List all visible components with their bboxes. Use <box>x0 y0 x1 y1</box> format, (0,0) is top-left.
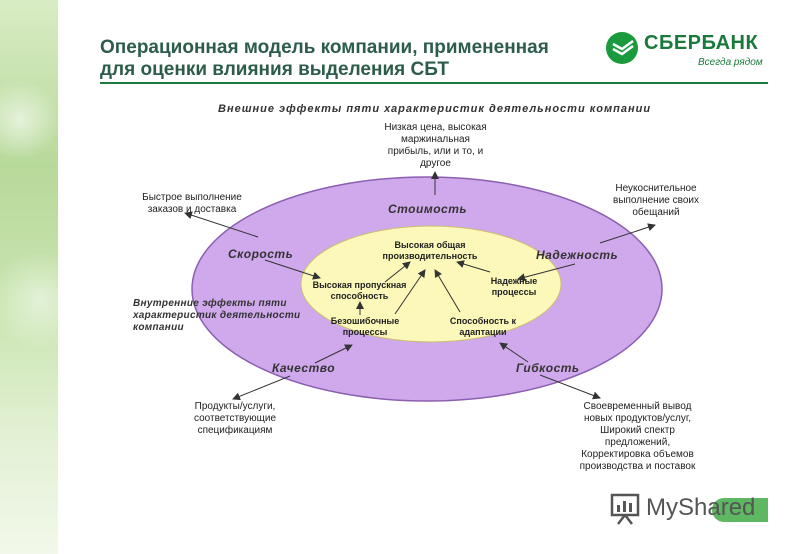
arrow-reliability-external <box>599 223 656 244</box>
external-effect-reliability: Неукоснительное выполнение своих обещани… <box>596 183 716 219</box>
inner-error-free: Безошибочные процессы <box>320 316 410 338</box>
label-speed: Скорость <box>228 247 294 261</box>
external-effect-reliability-line: Неукоснительное <box>615 183 697 194</box>
arrow-speed-inner <box>264 259 321 280</box>
external-effect-flexibility-line: Корректировка объемов <box>581 449 694 460</box>
arrow-reliability-inner <box>517 263 576 282</box>
slide-title: Операционная модель компании, примененна… <box>100 37 600 81</box>
external-effect-speed-line: заказов и доставка <box>147 204 237 215</box>
external-effect-cost-line: прибыль, или и то, и <box>387 146 484 157</box>
external-effect-speed-line: Быстрое выполнение <box>142 192 242 203</box>
inner-throughput-line: способность <box>330 291 389 301</box>
external-effect-cost-line: маржинальная <box>401 134 470 145</box>
arrow-quality-inner <box>314 344 353 364</box>
label-reliability: Надежность <box>536 248 619 262</box>
external-effect-cost: Низкая цена, высокая маржинальная прибыл… <box>378 122 493 170</box>
inner-error-free-line: процессы <box>342 327 388 337</box>
inner-adaptability-line: Способность к <box>449 316 517 326</box>
arrow-quality-external <box>232 375 291 401</box>
label-cost: Стоимость <box>388 202 468 216</box>
external-effect-flexibility: Своевременный вывод новых продуктов/услу… <box>565 401 710 473</box>
inner-productivity-line: Высокая общая <box>394 240 466 250</box>
external-effect-quality-line: Продукты/услуги, <box>194 401 276 412</box>
watermark-text: MyShared <box>646 494 756 521</box>
watermark: MyShared <box>608 492 778 526</box>
sberbank-logo-icon <box>606 32 638 64</box>
internal-effects-title-line: компании <box>133 322 184 333</box>
external-effects-title: Внешние эффекты пяти характеристик деяте… <box>218 103 652 115</box>
arrow-reliable-productivity <box>456 260 491 273</box>
sberbank-logo: СБЕРБАНК Всегда рядом <box>606 30 776 74</box>
slide-title-line-2: для оценки влияния выделения СБТ <box>100 59 450 80</box>
external-effect-flexibility-line: предложений, <box>604 437 671 448</box>
internal-effects-title-line: характеристик деятельности <box>133 310 301 321</box>
inner-reliable-processes: Надежные процессы <box>478 276 550 298</box>
watermark-badge <box>712 498 768 522</box>
inner-reliable-processes-line: Надежные <box>490 276 538 286</box>
arrow-throughput-productivity <box>384 261 411 283</box>
external-effect-flexibility-line: Своевременный вывод <box>583 401 692 412</box>
label-flexibility: Гибкость <box>516 361 580 375</box>
label-quality: Качество <box>272 361 336 375</box>
inner-adaptability-line: адаптации <box>459 327 507 337</box>
inner-ellipse <box>300 225 562 343</box>
internal-effects-title: Внутренние эффекты пяти характеристик де… <box>133 298 300 334</box>
inner-reliable-processes-line: процессы <box>491 287 537 297</box>
slide-title-line-1: Операционная модель компании, примененна… <box>100 37 549 58</box>
external-effect-flexibility-line: производства и поставок <box>579 461 696 472</box>
arrow-errorfree-productivity <box>394 269 426 315</box>
external-effect-quality-line: соответствующие <box>193 413 277 424</box>
inner-throughput: Высокая пропускная способность <box>302 280 417 302</box>
external-effect-cost-line: Низкая цена, высокая <box>384 122 487 133</box>
external-effect-quality-line: спецификациям <box>197 425 273 436</box>
arrow-adapt-productivity <box>434 269 461 313</box>
inner-adaptability: Способность к адаптации <box>438 316 528 338</box>
external-effect-reliability-line: выполнение своих <box>613 195 699 206</box>
decorative-side-panel <box>0 0 58 554</box>
logo-tagline: Всегда рядом <box>698 57 763 68</box>
external-effect-speed: Быстрое выполнение заказов и доставка <box>132 192 252 216</box>
inner-error-free-line: Безошибочные <box>330 316 400 326</box>
external-effect-quality: Продукты/услуги, соответствующие специфи… <box>175 401 295 437</box>
arrow-flexibility-external <box>539 374 601 400</box>
inner-productivity: Высокая общая производительность <box>370 240 490 262</box>
external-effect-cost-line: другое <box>420 158 451 169</box>
external-effect-flexibility-line: новых продуктов/услуг, <box>583 413 692 424</box>
external-effect-reliability-line: обещаний <box>632 207 680 218</box>
title-divider <box>100 82 768 84</box>
internal-effects-title-line: Внутренние эффекты пяти <box>133 298 287 309</box>
arrow-flexibility-inner <box>499 342 529 363</box>
inner-throughput-line: Высокая пропускная <box>312 280 407 290</box>
external-effect-flexibility-line: Широкий спектр <box>600 425 675 436</box>
arrow-speed-external <box>184 211 259 238</box>
inner-productivity-line: производительность <box>382 251 478 261</box>
presentation-icon <box>610 493 640 525</box>
logo-name: СБЕРБАНК <box>644 32 759 54</box>
